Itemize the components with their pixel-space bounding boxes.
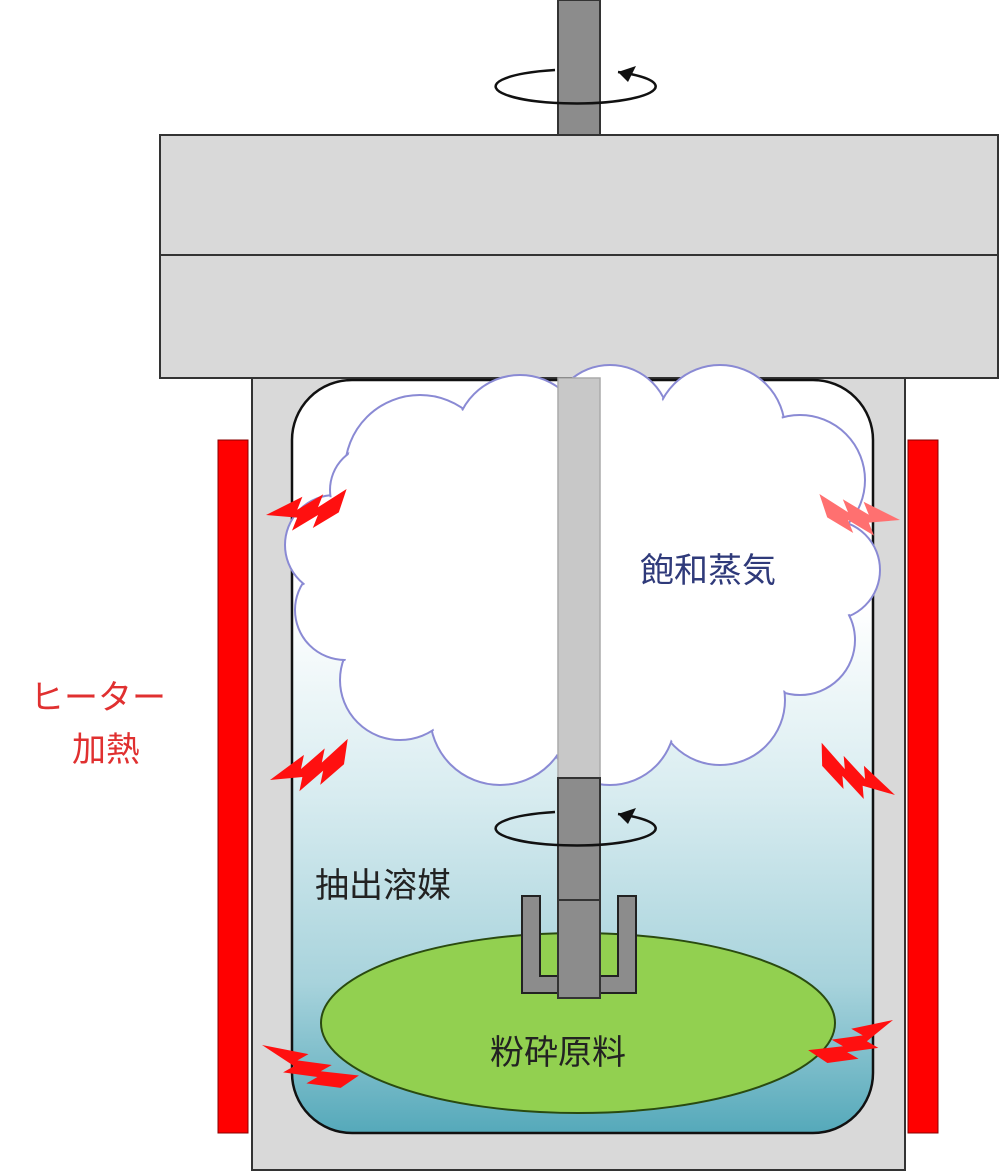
heater-left [217, 439, 249, 1134]
heater-right [907, 439, 939, 1134]
drive-shaft-top [557, 0, 601, 136]
heater-label-line2: 加熱 [72, 730, 140, 770]
lid-upper [159, 134, 999, 256]
stirrer-shaft-in-vapor [557, 377, 601, 779]
rotation-arrow-icon-bottom [494, 808, 657, 847]
vapor-label: 飽和蒸気 [640, 551, 776, 591]
solvent-label: 抽出溶媒 [315, 866, 451, 906]
lid-lower [159, 254, 999, 379]
rotation-arrow-icon-top [494, 66, 657, 105]
material-label: 粉砕原料 [490, 1033, 626, 1073]
heater-label-line1: ヒーター [30, 678, 166, 718]
